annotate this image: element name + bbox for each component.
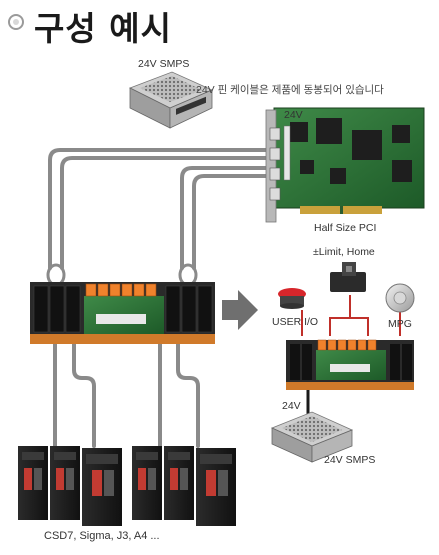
smps-top-label: 24V SMPS — [138, 58, 190, 70]
drives-label: CSD7, Sigma, J3, A4 ... — [44, 530, 160, 542]
cable-card-to-board-left-2 — [60, 156, 270, 270]
limit-sensor-image — [330, 262, 366, 292]
mpg-label: MPG — [388, 318, 412, 330]
pci-label: Half Size PCI — [314, 222, 377, 234]
cable-card-to-board-left — [48, 148, 270, 270]
arrow-icon — [222, 290, 258, 330]
terminal-board-small — [286, 339, 414, 390]
user-io-label: USER I/O — [272, 316, 319, 328]
pci-24v-label: 24V — [284, 109, 303, 121]
pci-card-image — [265, 107, 425, 223]
small-24v-label: 24V — [282, 400, 301, 412]
drive-unit — [50, 446, 80, 520]
servo-drives-image — [18, 446, 236, 526]
smps-top-image — [129, 71, 213, 129]
drive-unit — [82, 448, 122, 526]
cable-note-label: 24V 핀 케이블은 제품에 동봉되어 있습니다 — [196, 84, 384, 96]
drive-unit — [18, 446, 48, 520]
title-bullet-icon — [8, 14, 24, 30]
smps-bottom-label: 24V SMPS — [324, 454, 376, 466]
smps-bottom-image — [270, 411, 354, 463]
cable-card-to-board-right-2 — [192, 174, 270, 270]
drive-unit — [132, 446, 162, 520]
cable-board-to-drive-2 — [72, 338, 96, 448]
limit-home-label: ±Limit, Home — [313, 246, 375, 258]
drive-unit — [196, 448, 236, 526]
terminal-board-main — [30, 282, 215, 344]
drive-unit — [164, 446, 194, 520]
cable-card-to-board-right — [180, 166, 270, 270]
mpg-knob-image — [385, 283, 415, 313]
cables-right — [301, 295, 401, 336]
cables — [48, 148, 270, 448]
cable-board-to-drive-5 — [176, 338, 200, 448]
page-title: 구성 예시 — [34, 9, 172, 48]
user-io-button-image — [278, 288, 306, 309]
